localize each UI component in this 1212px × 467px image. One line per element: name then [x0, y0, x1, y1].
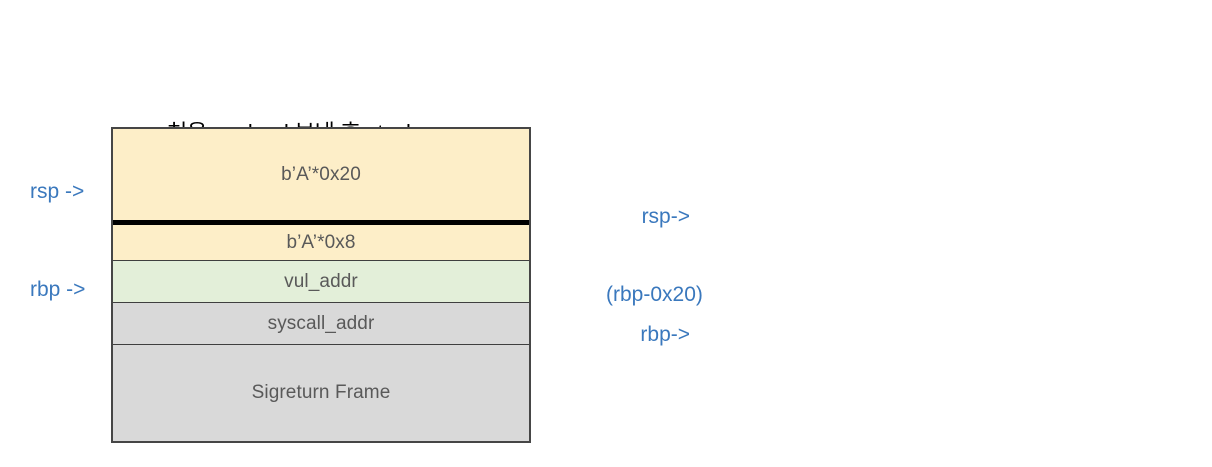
- right-rsp-pointer-text: rsp->: [641, 205, 690, 228]
- stack-panel-right: vul 함수 프롤로그 (push rbp; mov rbp,rsp) 이후의 …: [606, 0, 1212, 467]
- right-rsp-pointer-label: rsp-> (rbp-0x20): [606, 152, 703, 360]
- left-slot-a-0x20: b’A’*0x20: [113, 129, 529, 225]
- left-rbp-pointer-label: rbp ->: [30, 225, 85, 355]
- left-rsp-pointer-label: rsp ->: [30, 127, 84, 257]
- left-slot-vul-addr: vul_addr: [113, 261, 529, 303]
- left-slot-vul-addr-label: vul_addr: [284, 270, 358, 292]
- left-slot-syscall-addr: syscall_addr: [113, 303, 529, 345]
- right-rbp-pointer-label: rbp->: [606, 270, 690, 400]
- right-rsp-offset-text: (rbp-0x20): [606, 283, 703, 306]
- left-rbp-pointer-text: rbp ->: [30, 278, 86, 301]
- left-slot-a-0x8-label: b’A’*0x8: [286, 231, 356, 253]
- right-rbp-pointer-text: rbp->: [640, 323, 690, 346]
- left-slot-sigreturn-frame: Sigreturn Frame: [113, 345, 529, 441]
- left-slot-sigreturn-frame-label: Sigreturn Frame: [251, 382, 391, 403]
- stack-box-left: b’A’*0x20 b’A’*0x8 vul_addr syscall_addr…: [111, 127, 531, 443]
- stack-panel-left: 처음 payload 보낸 후 stack rsp -> rbp -> b’A’…: [30, 120, 531, 443]
- left-slot-a-0x8: b’A’*0x8: [113, 225, 529, 261]
- left-rsp-pointer-text: rsp ->: [30, 180, 85, 203]
- left-slot-syscall-addr-label: syscall_addr: [267, 312, 375, 334]
- left-slot-a-0x20-label: b’A’*0x20: [281, 163, 361, 185]
